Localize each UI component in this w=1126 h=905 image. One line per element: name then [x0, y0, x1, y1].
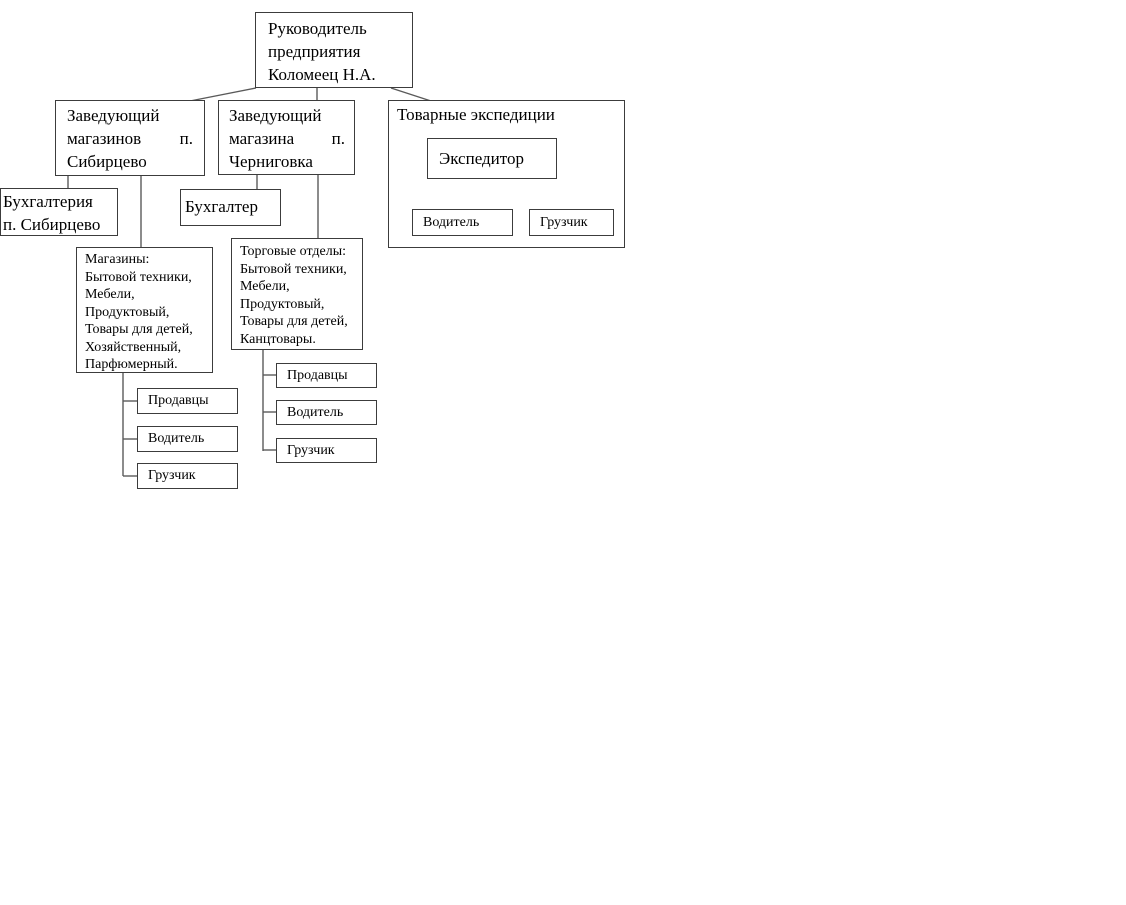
org-node-departments-list: Торговые отделы: Бытовой техники, Мебели… — [231, 238, 363, 350]
org-node-director: Руководитель предприятия Коломеец Н.А. — [255, 12, 413, 88]
org-node-shops-driver: Водитель — [137, 426, 238, 452]
org-node-accounting-sibirtsevo: Бухгалтерия п. Сибирцево — [0, 188, 118, 236]
org-node-departments-driver: Водитель — [276, 400, 377, 425]
org-node-shops-list: Магазины: Бытовой техники, Мебели, Проду… — [76, 247, 213, 373]
manager-chernigovka-line2: магазина п. — [229, 129, 345, 148]
org-node-accountant: Бухгалтер — [180, 189, 281, 226]
org-node-shops-sellers: Продавцы — [137, 388, 238, 414]
org-node-expedition-loader: Грузчик — [529, 209, 614, 236]
manager-chernigovka-line1: Заведующий — [229, 106, 322, 125]
manager-sibirtsevo-line2: магазинов п. — [67, 129, 193, 148]
expeditions-group-title: Товарные экспедиции — [397, 105, 555, 124]
org-node-departments-loader: Грузчик — [276, 438, 377, 463]
manager-sibirtsevo-line1: Заведующий — [67, 106, 160, 125]
org-node-shops-loader: Грузчик — [137, 463, 238, 489]
manager-chernigovka-line3: Черниговка — [229, 152, 313, 171]
org-node-departments-sellers: Продавцы — [276, 363, 377, 388]
org-node-expeditor: Экспедитор — [427, 138, 557, 179]
org-node-expedition-driver: Водитель — [412, 209, 513, 236]
manager-sibirtsevo-line3: Сибирцево — [67, 152, 147, 171]
org-node-manager-sibirtsevo: Заведующий магазинов п. Сибирцево — [55, 100, 205, 176]
org-node-manager-chernigovka: Заведующий магазина п. Черниговка — [218, 100, 355, 175]
